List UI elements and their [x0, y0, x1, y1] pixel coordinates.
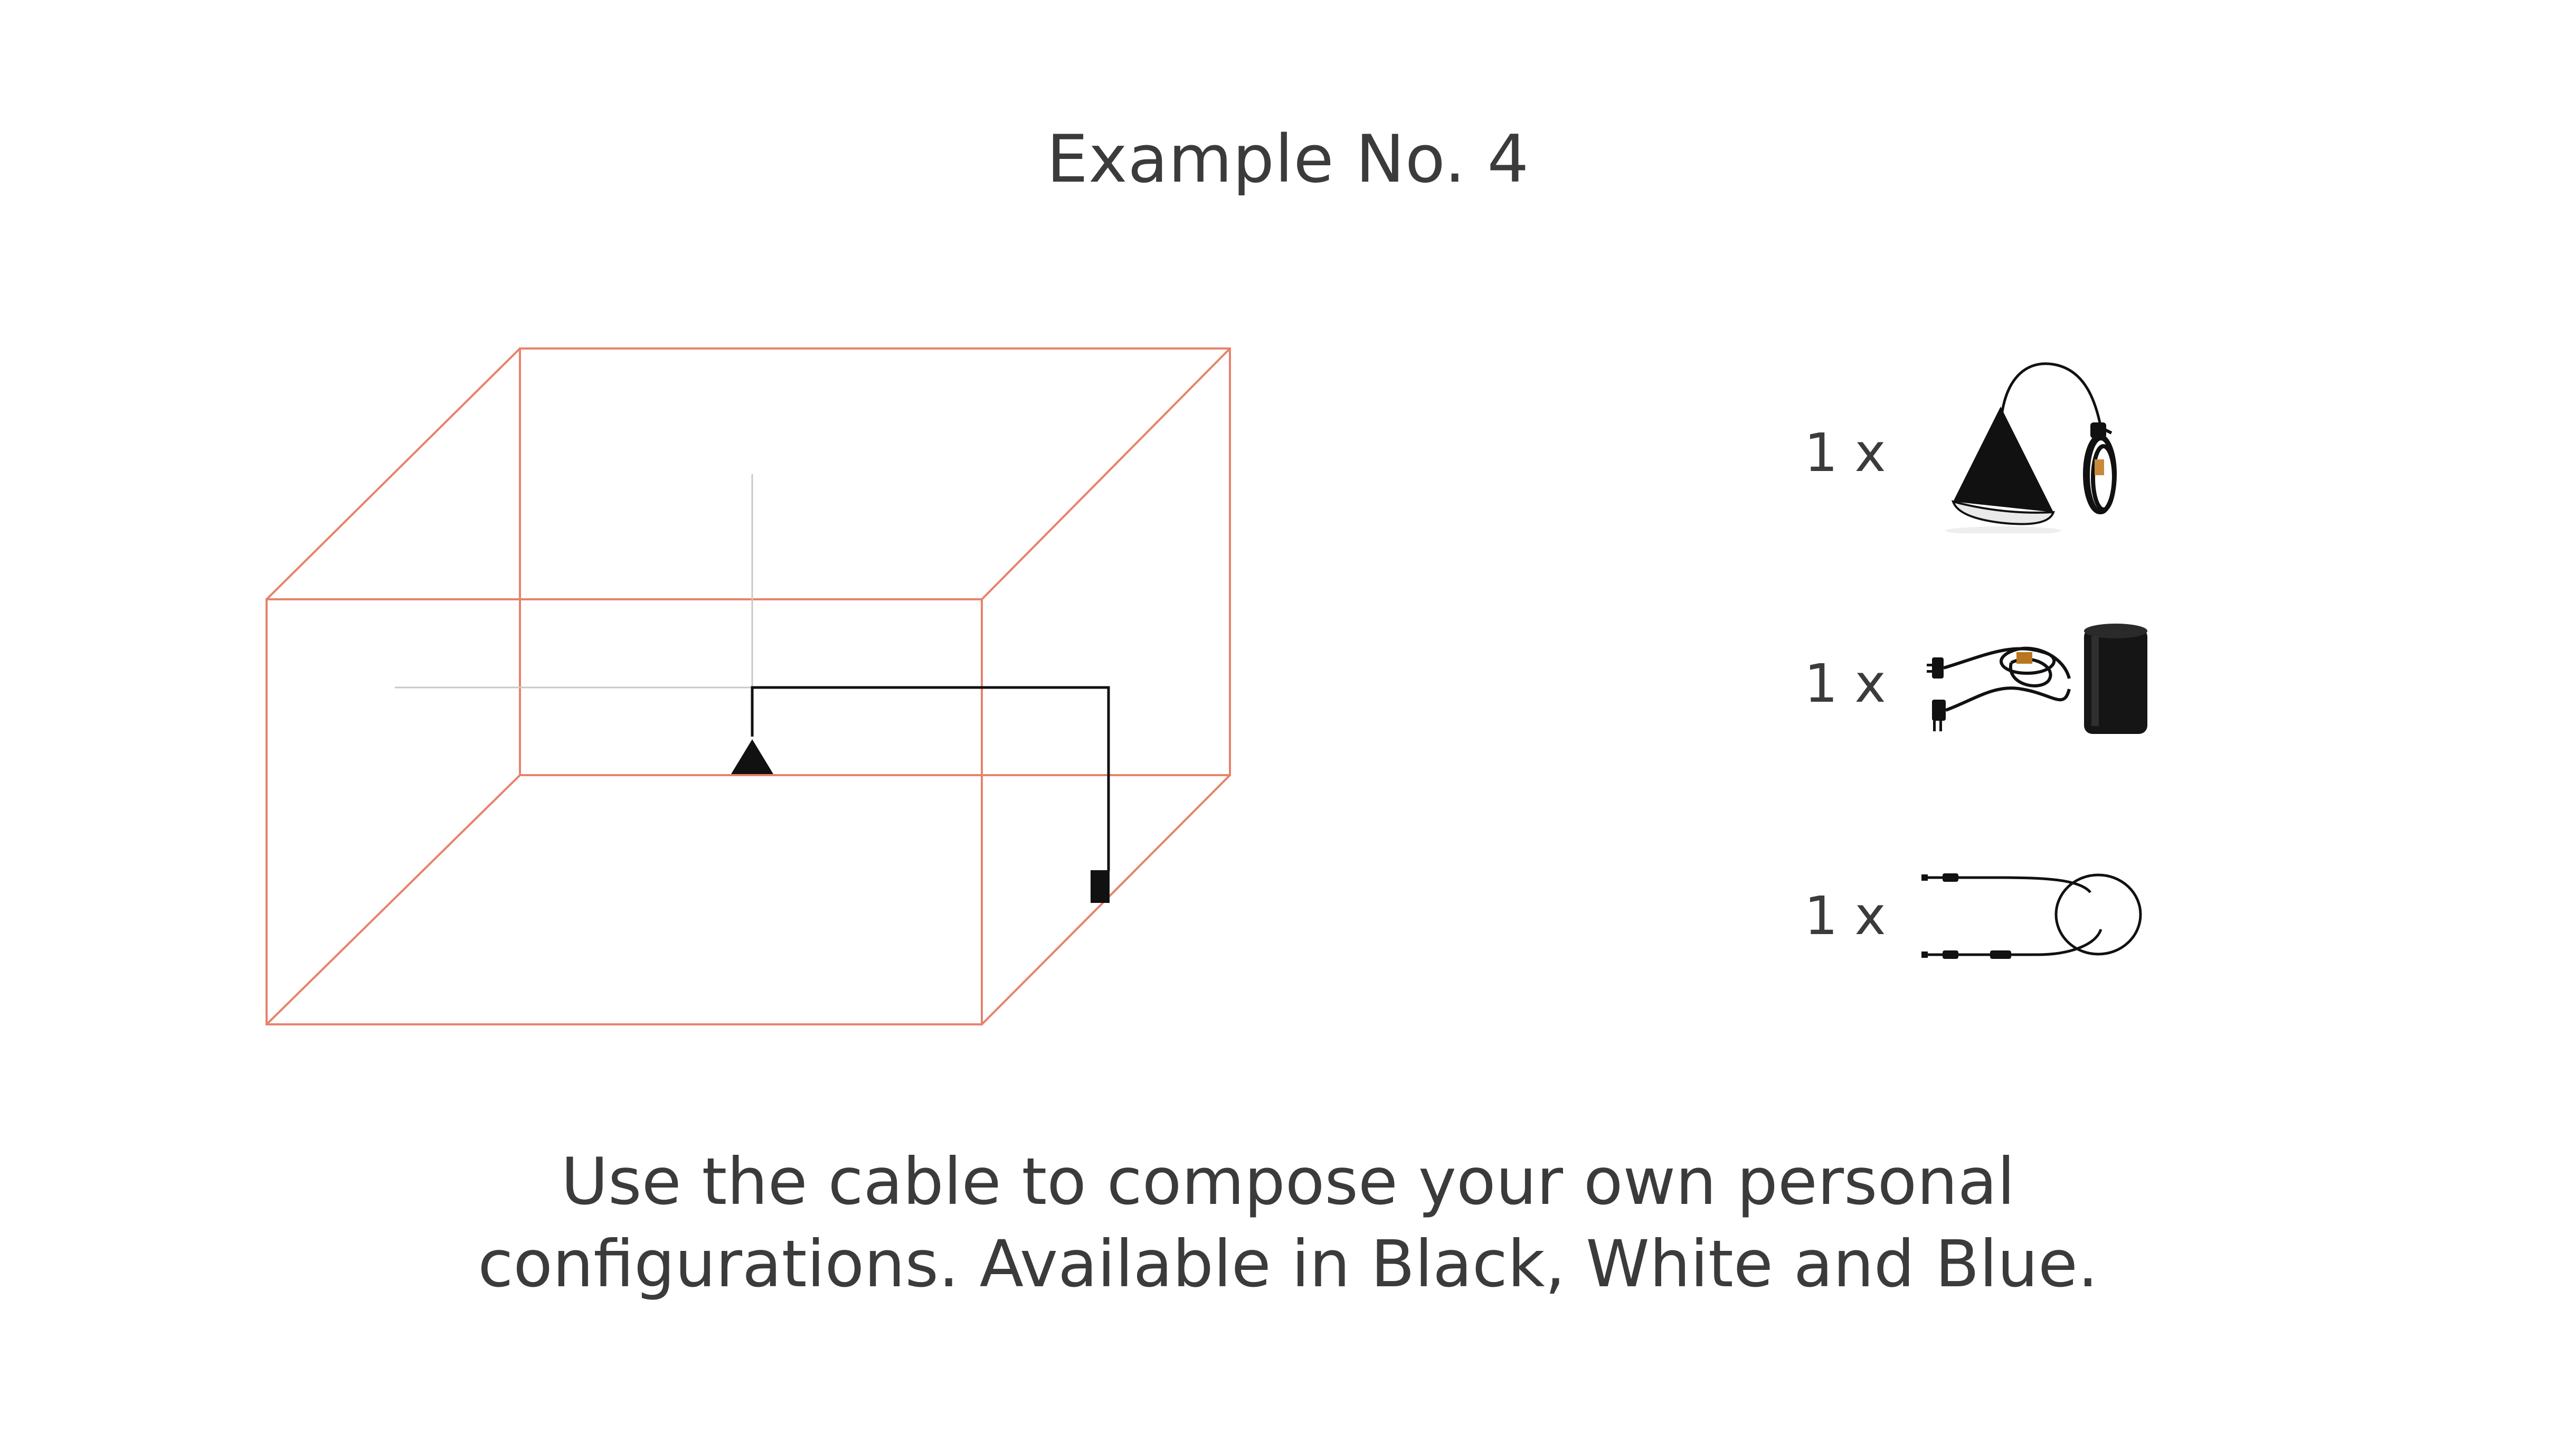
- room-edge-bottom-left: [266, 774, 521, 1025]
- guide-lines: [395, 474, 753, 689]
- description-line-1: Use the cable to compose your own person…: [561, 1144, 2015, 1219]
- room-back-face: [519, 347, 1231, 776]
- component-quantity-1: 1 x: [1804, 422, 1886, 484]
- room-edge-top-left: [266, 347, 521, 600]
- power-base-marker: [1091, 870, 1110, 903]
- extension-cable-icon: [1921, 873, 2142, 959]
- cable-route: [751, 686, 1110, 871]
- cable-path: [751, 686, 1110, 871]
- power-cable-and-base-icon: [1927, 624, 2147, 734]
- description-line-2: configurations. Available in Black, Whit…: [478, 1227, 2098, 1302]
- pendant-lamp-marker: [731, 739, 773, 774]
- room-edge-top-right: [981, 347, 1231, 600]
- room-front-face: [266, 598, 983, 1025]
- cone-pendant-lamp-icon: [1945, 362, 2117, 533]
- page-title: Example No. 4: [1046, 121, 1530, 197]
- description-text: Use the cable to compose your own person…: [0, 1141, 2576, 1305]
- component-quantity-2: 1 x: [1804, 653, 1886, 714]
- component-quantity-3: 1 x: [1804, 885, 1886, 947]
